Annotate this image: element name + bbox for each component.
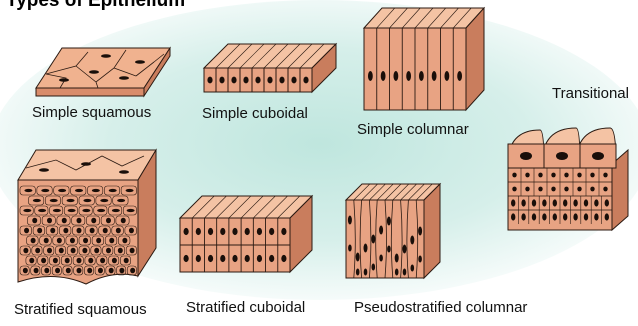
label-simple-squamous: Simple squamous [32,105,151,120]
label-simple-columnar: Simple columnar [357,122,469,137]
label-pseudostratified-columnar: Pseudostratified columnar [354,300,527,315]
simple-squamous-tissue [36,44,171,99]
pseudostratified-columnar-tissue [344,180,444,282]
stratified-squamous-tissue [16,144,162,292]
transitional-tissue [504,124,632,236]
label-transitional: Transitional [552,86,629,101]
label-stratified-cuboidal: Stratified cuboidal [186,300,305,315]
simple-columnar-tissue [362,6,488,114]
label-simple-cuboidal: Simple cuboidal [202,106,308,121]
stratified-cuboidal-tissue [176,192,316,280]
label-stratified-squamous: Stratified squamous [14,302,147,317]
simple-cuboidal-tissue [200,40,340,98]
diagram-title: Types of Epithelium [6,0,185,10]
